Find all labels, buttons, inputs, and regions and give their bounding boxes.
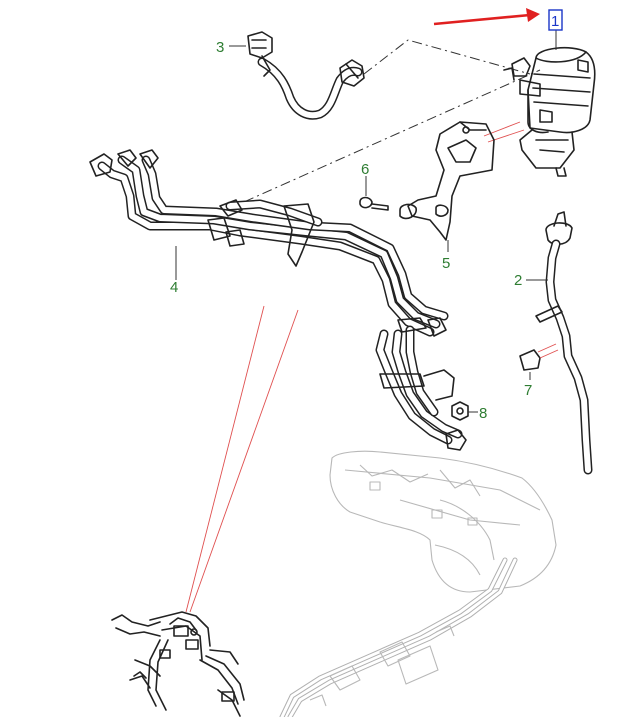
callout-8-label: 8 [479, 405, 487, 422]
callout-4-label: 4 [170, 279, 178, 296]
part-8-nut [451, 401, 478, 421]
detail-ref-line-left [185, 305, 265, 613]
reference-line-a [363, 39, 531, 75]
reference-line-b [225, 69, 541, 211]
callout-7[interactable]: 7 [524, 382, 532, 399]
callout-5[interactable]: 5 [442, 255, 450, 272]
part-7-clip [519, 349, 541, 380]
ref-line-clip-a [537, 343, 557, 353]
callout-3[interactable]: 3 [216, 39, 224, 56]
part-2-filler-tube [526, 211, 593, 475]
fuel-lines-ghost [279, 557, 518, 717]
callout-1-label: 1 [551, 13, 559, 30]
part-1-canister [503, 30, 596, 177]
ref-line-canister-bracket-1 [483, 121, 521, 137]
part-4-fuel-lines [89, 149, 467, 451]
red-arrow-icon [433, 8, 540, 26]
callout-6-label: 6 [361, 161, 369, 178]
part-5-bracket [399, 121, 495, 252]
detail-inset-harness [111, 611, 245, 717]
callout-6[interactable]: 6 [361, 161, 369, 178]
callout-1-highlight-box [548, 9, 563, 31]
callout-2-label: 2 [514, 272, 522, 289]
ref-line-clip-b [539, 349, 559, 359]
part-3-hose [247, 31, 365, 120]
callout-5-label: 5 [442, 255, 450, 272]
callout-4[interactable]: 4 [170, 279, 178, 296]
callout-8[interactable]: 8 [479, 405, 487, 422]
fuel-tank-ghost [329, 450, 557, 593]
callout-7-label: 7 [524, 382, 532, 399]
part-6-screw [359, 176, 389, 211]
callout-2[interactable]: 2 [514, 272, 522, 289]
callout-1[interactable]: 1 [548, 9, 563, 31]
callout-3-label: 3 [216, 39, 224, 56]
detail-ref-line-right [189, 309, 299, 613]
